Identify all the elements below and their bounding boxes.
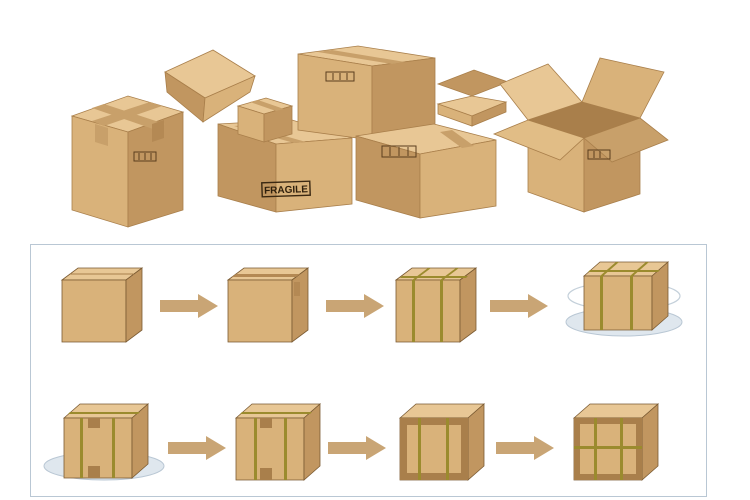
step-8-final-box xyxy=(572,403,660,481)
step-1-closed-box xyxy=(60,267,144,343)
handling-symbols-icon xyxy=(587,149,611,160)
small-box-stacked xyxy=(236,97,294,143)
step-3-strapped-box xyxy=(394,267,478,343)
open-flap-box xyxy=(492,57,669,213)
process-row-2 xyxy=(43,403,660,481)
process-arrow-icon xyxy=(328,436,386,460)
fragile-label: FRAGILE xyxy=(264,184,309,197)
process-arrow-icon xyxy=(326,294,384,318)
carton-collection: FRAGILE xyxy=(70,45,669,228)
handling-symbols-icon xyxy=(381,145,417,158)
step-2-taped-box xyxy=(226,267,310,343)
handling-symbols-icon xyxy=(325,71,355,82)
step-4-wrapped-box xyxy=(565,261,683,337)
process-arrow-icon xyxy=(168,436,226,460)
open-mailer-box xyxy=(436,69,510,127)
process-row-1 xyxy=(60,261,683,343)
step-6-padded-box xyxy=(234,403,322,481)
closed-box-left xyxy=(70,95,185,228)
large-box-back xyxy=(297,45,436,141)
process-arrow-icon xyxy=(490,294,548,318)
process-arrow-icon xyxy=(160,294,218,318)
step-7-corner-guard-box xyxy=(398,403,486,481)
folded-flat-box xyxy=(164,49,256,123)
step-5-turntable-box xyxy=(43,403,165,481)
wide-box-right xyxy=(355,123,497,219)
process-panel xyxy=(30,244,707,497)
handling-symbols-icon xyxy=(133,151,157,162)
process-arrow-icon xyxy=(496,436,554,460)
